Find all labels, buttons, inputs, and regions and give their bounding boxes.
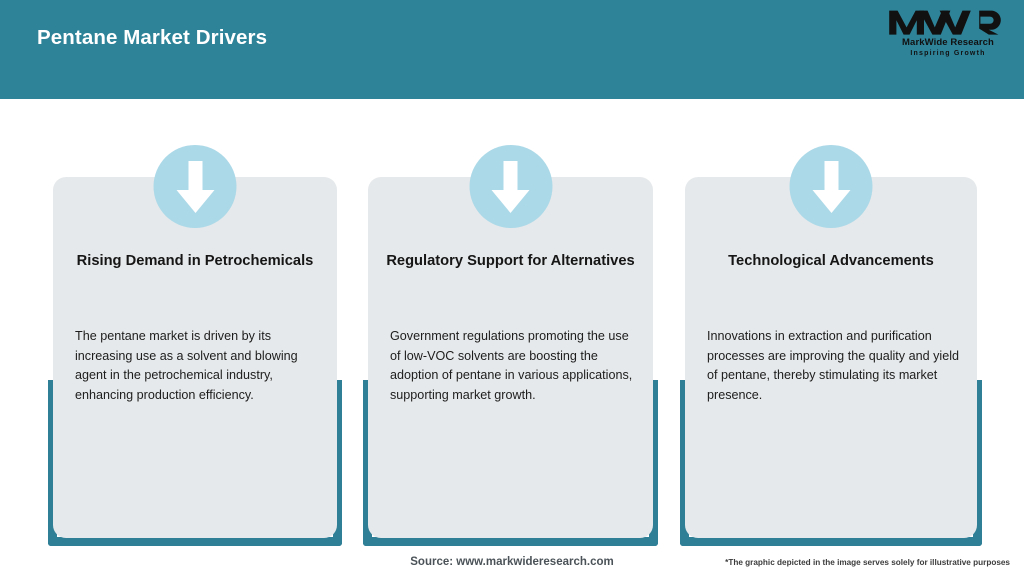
logo-tagline: Inspiring Growth (910, 49, 986, 57)
disclaimer-label: *The graphic depicted in the image serve… (725, 558, 1010, 567)
driver-card-1[interactable]: Rising Demand in Petrochemicals The pent… (48, 99, 342, 576)
card-surface (368, 177, 653, 538)
card-bracket (680, 380, 982, 546)
card-body-text: The pentane market is driven by its incr… (75, 329, 298, 402)
driver-card-2[interactable]: Regulatory Support for Alternatives Gove… (363, 99, 658, 576)
header-bar (0, 0, 1024, 99)
card-body-text: Innovations in extraction and purificati… (707, 329, 960, 402)
arrow-down-icon (153, 145, 237, 228)
page-title: Pentane Market Drivers (37, 26, 268, 49)
driver-card-3[interactable]: Technological Advancements Innovations i… (680, 99, 982, 576)
card-title: Technological Advancements (728, 253, 934, 269)
card-surface (685, 177, 977, 538)
arrow-down-icon (789, 145, 873, 228)
brand-logo: MarkWide Research Inspiring Growth (888, 7, 1008, 57)
logo-company-name: MarkWide Research (902, 37, 994, 48)
card-body-text: Government regulations promoting the use… (390, 329, 633, 402)
card-bracket (363, 380, 658, 546)
card-title: Rising Demand in Petrochemicals (76, 253, 314, 269)
mwr-logomark-icon (888, 7, 1008, 37)
card-surface (53, 177, 337, 538)
source-label: Source: www.markwideresearch.com (410, 556, 614, 568)
drivers-card-row: Rising Demand in Petrochemicals The pent… (0, 99, 1024, 576)
arrow-down-icon (469, 145, 552, 228)
card-bracket (48, 380, 342, 546)
card-title: Regulatory Support for Alternatives (386, 253, 635, 269)
